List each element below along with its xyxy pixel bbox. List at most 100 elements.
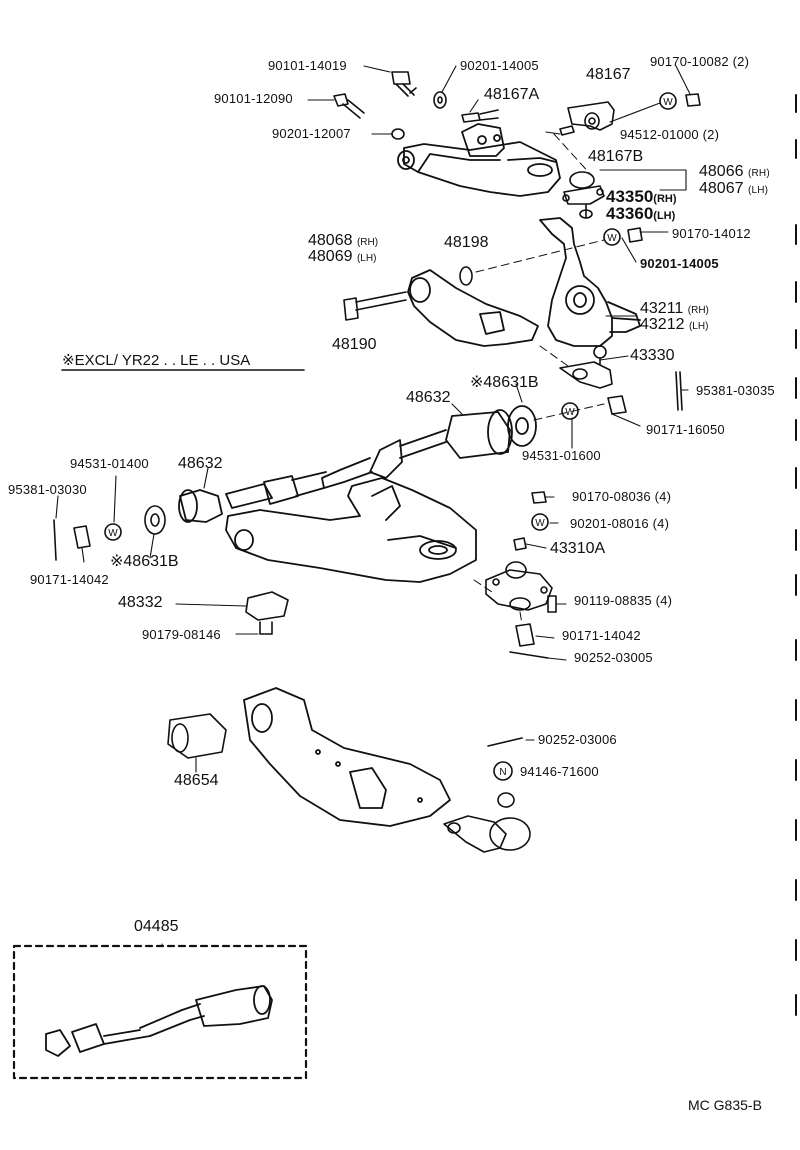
part-label: 48068 (RH)	[308, 232, 378, 250]
part-label: 90201-12007	[272, 126, 351, 141]
ball-joint-43350	[563, 172, 604, 218]
side-note: (RH)	[653, 193, 677, 205]
part-label: 48190	[332, 336, 377, 353]
part-label: 90201-08016 (4)	[570, 516, 670, 531]
part-label: 94531-01600	[522, 448, 601, 463]
part-label: 95381-03030	[8, 482, 87, 497]
exclusion-note: ※EXCL/ YR22 . . LE . . USA	[62, 352, 251, 369]
part-number: 48069	[308, 248, 353, 265]
part-label: 90201-14005	[640, 256, 719, 271]
side-note: (RH)	[687, 305, 709, 316]
part-label: 95381-03035	[696, 383, 775, 398]
part-label: 48067 (LH)	[699, 180, 768, 198]
cotter-90252-03006	[488, 738, 522, 746]
bolt-90101-12090	[334, 94, 364, 118]
part-label: 04485	[134, 918, 179, 935]
part-label: 90101-14019	[268, 58, 347, 73]
part-label: 48654	[174, 772, 219, 789]
part-label: 48632	[178, 455, 223, 472]
part-label: 48167	[586, 66, 631, 83]
part-number: 48068	[308, 232, 353, 249]
part-label: 90170-08036 (4)	[572, 489, 672, 504]
part-label: 94146-71600	[520, 764, 599, 779]
strut-bar-48068	[408, 270, 538, 346]
part-number: 48631B	[123, 553, 179, 570]
part-label: 90201-14005	[460, 58, 539, 73]
star-mark: ※	[470, 374, 484, 391]
kit-box-04485	[14, 946, 306, 1078]
nut-90171-16050	[608, 396, 626, 414]
part-label: ※48631B	[110, 551, 179, 571]
part-label: 43330	[630, 347, 675, 364]
bushing-48654	[168, 714, 226, 758]
cushion-48631B-b	[145, 506, 165, 534]
pin-48167B	[560, 126, 574, 135]
cotter-95381-03030	[54, 520, 56, 560]
part-number: 43360	[606, 204, 654, 223]
lower-arm-48332	[226, 478, 476, 582]
part-label: 43211 (RH)	[640, 300, 709, 318]
part-label: 43310A	[550, 540, 606, 557]
washer-94531-01600	[562, 403, 578, 419]
star-mark: ※	[110, 553, 124, 570]
bolt-90101-14019	[392, 72, 416, 96]
cotter-90252-03005	[510, 652, 548, 658]
part-label: 90171-16050	[646, 422, 725, 437]
washer-90201-14005	[434, 92, 446, 108]
washer-90201-14005-b	[604, 229, 620, 245]
washer-mark: W	[535, 518, 545, 529]
part-label: 90252-03005	[574, 650, 653, 665]
nut-mark: N	[499, 767, 506, 778]
strut-rod-end	[179, 472, 326, 522]
part-label: 48069 (LH)	[308, 248, 376, 266]
cushion-48198	[460, 267, 472, 285]
washer-90201-12007	[392, 129, 404, 139]
part-number: 43350	[606, 187, 654, 206]
part-label: 90170-14012	[672, 226, 751, 241]
diagram-reference-code: MC G835-B	[688, 1097, 762, 1113]
strut-rod-kit	[46, 986, 272, 1056]
washer-mark: W	[663, 97, 673, 108]
part-label: 90101-12090	[214, 91, 293, 106]
part-label: 48167A	[484, 86, 540, 103]
side-note: (LH)	[356, 253, 377, 264]
part-number: 48066	[699, 163, 744, 180]
cotter-95381-03035	[676, 372, 682, 410]
part-number: 48631B	[483, 374, 539, 391]
nut-94146-71600	[494, 762, 512, 780]
washer-94512-01000	[660, 93, 676, 109]
knuckle-43211	[540, 218, 640, 346]
side-note: (LH)	[747, 185, 769, 196]
washer-mark: W	[565, 407, 575, 418]
ball-joint-lower	[444, 793, 530, 852]
nut-90171-14042-b	[516, 624, 534, 646]
part-label: 90171-14042	[30, 572, 109, 587]
part-label: 94531-01400	[70, 456, 149, 471]
bolt-48167A	[462, 110, 498, 122]
bumper-48332	[246, 592, 288, 634]
dash-alignment-lines	[474, 134, 604, 624]
washer-94531-01400	[105, 524, 121, 540]
part-number: 43212	[640, 316, 685, 333]
bolt-48190	[344, 292, 406, 320]
part-label: 43350(RH)	[606, 187, 677, 207]
part-label: 90252-03006	[538, 732, 617, 747]
strut-rod-48632	[322, 406, 536, 488]
part-label: 94512-01000 (2)	[620, 127, 720, 142]
washer-90201-08016	[532, 514, 548, 530]
side-note: (LH)	[653, 210, 676, 222]
part-label: 90170-10082 (2)	[650, 54, 750, 69]
upper-arm	[398, 124, 560, 196]
ball-joint-43310A	[486, 538, 552, 610]
part-label: 43360(LH)	[606, 204, 675, 224]
part-label: ※48631B	[470, 372, 539, 392]
nut-90170-08036	[532, 492, 546, 503]
part-label: 48332	[118, 594, 163, 611]
side-note: (RH)	[356, 237, 379, 248]
part-label: 48167B	[588, 148, 644, 165]
side-note: (RH)	[747, 168, 770, 179]
part-label: 48632	[406, 389, 451, 406]
part-label: 90179-08146	[142, 627, 221, 642]
nut-90170-10082	[686, 94, 700, 106]
